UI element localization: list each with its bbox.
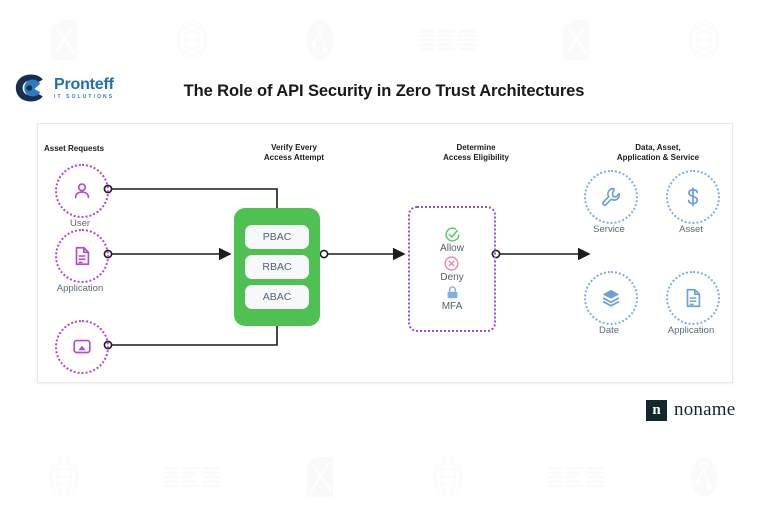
eligibility-mfa[interactable]: MFA <box>441 284 463 312</box>
column-heading-verify: Verify Every Access Attempt <box>263 143 325 162</box>
node-label-asset: Asset <box>679 224 703 235</box>
vendor-logo-noname: n noname <box>646 399 735 421</box>
watermark-mesh-sphere-icon <box>0 452 128 502</box>
eligibility-box: Allow Deny MFA <box>408 206 496 332</box>
user-icon <box>74 183 90 199</box>
dollar-icon <box>687 187 699 207</box>
noname-mark-icon: n <box>646 399 667 421</box>
node-label-service: Service <box>593 224 625 235</box>
eligibility-allow[interactable]: Allow <box>440 226 464 254</box>
node-date[interactable] <box>584 271 638 325</box>
node-label-user: User <box>69 218 91 229</box>
wrench-icon <box>602 187 621 206</box>
watermark-row-bottom <box>0 452 768 502</box>
page-title: The Role of API Security in Zero Trust A… <box>183 82 585 100</box>
eligibility-label-mfa: MFA <box>441 301 463 312</box>
x-circle-icon <box>444 256 460 271</box>
watermark-alteryx-icon <box>512 15 640 65</box>
lock-icon <box>447 286 457 299</box>
pronteff-swoosh-icon <box>15 74 43 102</box>
access-control-abac[interactable]: ABAC <box>245 285 309 309</box>
column-heading-outcome: Data, Asset, Application & Service <box>616 143 700 162</box>
brand-tagline: IT SOLUTIONS <box>54 93 115 100</box>
access-control-pbac[interactable]: PBAC <box>245 225 309 249</box>
device-monitor-icon <box>73 339 91 354</box>
watermark-mesh-sphere-icon <box>384 452 512 502</box>
node-device[interactable] <box>55 320 109 374</box>
watermark-alteryx-icon <box>0 15 128 65</box>
watermark-ibm-logo <box>128 452 256 502</box>
watermark-ibm-logo <box>384 15 512 65</box>
check-circle-icon <box>444 227 460 242</box>
node-label-application-request: Application <box>56 283 104 294</box>
vendor-name: noname <box>674 399 736 420</box>
brand-name: Pronteff <box>54 75 114 93</box>
column-heading-determine: Determine Access Eligibility <box>443 143 509 162</box>
watermark-ibm-logo <box>512 452 640 502</box>
column-heading-asset-requests: Asset Requests <box>44 144 105 153</box>
watermark-node-link-icon <box>256 15 384 65</box>
brand-logo: Pronteff IT SOLUTIONS <box>14 72 114 104</box>
eligibility-deny[interactable]: Deny <box>440 255 464 283</box>
eligibility-label-deny: Deny <box>440 272 464 283</box>
node-asset[interactable] <box>666 170 720 224</box>
access-control-box: PBAC RBAC ABAC <box>234 208 320 326</box>
node-application-resource[interactable] <box>666 271 720 325</box>
watermark-alteryx-icon <box>256 452 384 502</box>
layers-icon <box>602 289 620 307</box>
watermark-mesh-sphere-icon <box>128 15 256 65</box>
document-icon <box>75 246 90 266</box>
watermark-row-top <box>0 15 768 65</box>
access-control-rbac[interactable]: RBAC <box>245 255 309 279</box>
node-label-date: Date <box>598 325 620 336</box>
watermark-node-link-icon <box>640 452 768 502</box>
watermark-mesh-sphere-icon <box>640 15 768 65</box>
node-service[interactable] <box>584 170 638 224</box>
node-label-application-resource: Application <box>667 325 715 336</box>
node-application-request[interactable] <box>55 229 109 283</box>
eligibility-label-allow: Allow <box>440 243 464 254</box>
node-user[interactable] <box>55 164 109 218</box>
document-icon <box>686 288 701 308</box>
diagram-card: Asset Requests Verify Every Access Attem… <box>37 123 733 383</box>
